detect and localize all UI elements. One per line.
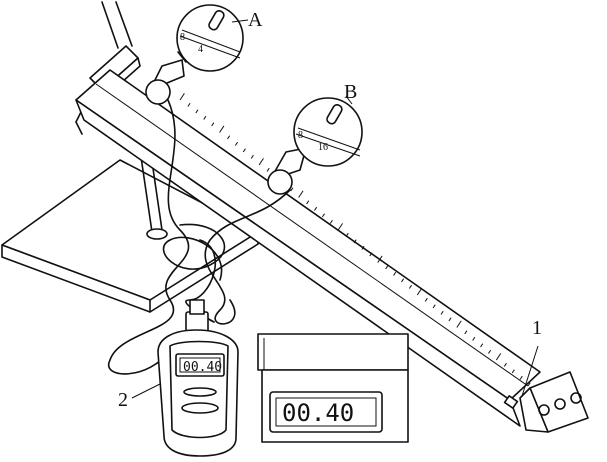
ruler-tick [290,187,294,192]
ruler-tick [329,219,333,224]
ruler-tick [258,158,264,166]
ruler-tick [408,284,412,289]
label-a: A [248,9,263,31]
ruler-tick [448,317,452,322]
ruler-tick [527,382,531,387]
ruler-tick [298,190,304,198]
ruler-tick [242,148,246,153]
ruler-tick [195,109,199,114]
desk-display-value: 00.40 [282,399,354,427]
ruler-tick [345,232,349,237]
ruler-tick [511,369,515,374]
magnifier-b-tick-glyph: 8 [298,130,303,141]
ruler-tick [385,265,389,270]
magnifier-a-tick-glyph: 8 [180,32,185,43]
ruler-tick [361,245,365,250]
magnifier-b-detail: 16 8 [295,104,361,157]
ruler-tick [456,320,462,328]
rail-ruler-scale [179,93,531,387]
ruler-tick [416,288,423,296]
ruler-tick [321,213,325,218]
ruler-tick [480,343,484,348]
ruler-tick [219,125,225,133]
ruler-tick [203,115,207,120]
ruler-tick [227,135,231,140]
ruler-tick [503,362,507,367]
ruler-tick [495,353,502,361]
ruler-tick [353,239,357,244]
label-1: 1 [532,317,542,339]
ruler-mark-b: 16 [318,142,328,153]
end-stop-plate [503,371,589,433]
ruler-tick [377,255,383,263]
ruler-tick [179,93,185,101]
ruler-tick [369,252,373,257]
handheld-display-value: 00.40 [183,360,222,375]
ruler-tick [187,102,191,107]
ruler-tick [337,223,343,231]
ruler-tick [464,330,468,335]
label-2: 2 [118,389,128,411]
label-b: B [344,81,357,103]
desk-timer: 00.40 [257,333,409,443]
photogate-b: 16 8 [267,97,363,195]
ruler-tick [314,206,318,211]
ruler-tick [472,336,476,341]
ruler-tick [432,304,436,309]
ruler-tick [393,271,397,276]
handheld-timer: 00.40 [157,299,239,457]
ruler-tick [306,200,310,205]
ruler-tick [440,310,444,315]
ruler-tick [519,375,523,380]
photogate-a: 4 8 [145,4,244,105]
ruler-tick [211,122,215,127]
inclined-rail [75,69,589,433]
magnifier-a-detail: 4 8 [179,10,241,59]
callouts: A B 1 2 [118,9,542,411]
ruler-tick [234,141,238,146]
ruler-tick [488,349,492,354]
ruler-mark-a: 4 [198,44,203,55]
ruler-tick [424,297,428,302]
ruler-tick [250,154,254,159]
ruler-tick [266,167,270,172]
ruler-tick [401,278,405,283]
